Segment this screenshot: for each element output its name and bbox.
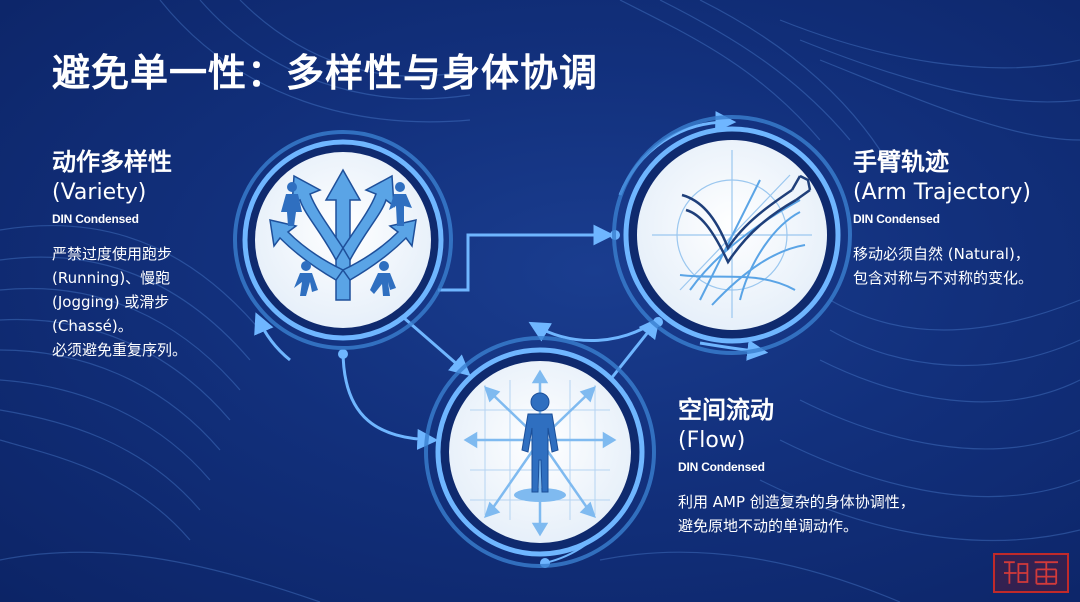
variety-font-tag: DIN Condensed bbox=[52, 212, 139, 226]
variety-description-line: 严禁过度使用跑步 bbox=[52, 245, 173, 263]
arm-description-line: 移动必须自然 (Natural)， bbox=[853, 245, 1030, 263]
node-flow bbox=[424, 336, 656, 568]
variety-description-line: 必须避免重复序列。 bbox=[52, 341, 188, 359]
node-arm-trajectory bbox=[612, 115, 852, 355]
arm-font-tag: DIN Condensed bbox=[853, 212, 940, 226]
arm-trajectory-text-block: 手臂轨迹 (Arm Trajectory) DIN Condensed 移动必须… bbox=[853, 146, 1033, 290]
seal-stamp-icon bbox=[993, 553, 1069, 593]
flow-title-zh: 空间流动 bbox=[678, 396, 774, 424]
arm-title-en: (Arm Trajectory) bbox=[853, 180, 1031, 205]
arm-title-zh: 手臂轨迹 bbox=[853, 148, 949, 176]
variety-description-line: (Running)、慢跑 bbox=[52, 269, 171, 287]
arm-trajectory-icon bbox=[652, 150, 812, 318]
variety-text-block: 动作多样性 (Variety) DIN Condensed 严禁过度使用跑步 (… bbox=[52, 146, 187, 362]
arm-description-line: 包含对称与不对称的变化。 bbox=[853, 269, 1034, 287]
variety-title-zh: 动作多样性 bbox=[52, 148, 172, 176]
flow-description: 利用 AMP 创造复杂的身体协调性， 避免原地不动的单调动作。 bbox=[678, 490, 915, 538]
human-figure-spatial-grid-icon bbox=[463, 369, 617, 537]
arm-description: 移动必须自然 (Natural)， 包含对称与不对称的变化。 bbox=[853, 242, 1033, 290]
variety-description-line: (Chassé)。 bbox=[52, 317, 133, 335]
flow-description-line: 避免原地不动的单调动作。 bbox=[678, 517, 859, 535]
node-variety bbox=[233, 130, 453, 350]
page-title: 避免单一性：多样性与身体协调 bbox=[52, 51, 599, 95]
flow-description-line: 利用 AMP 创造复杂的身体协调性， bbox=[678, 493, 915, 511]
variety-title-en: (Variety) bbox=[52, 180, 147, 205]
variety-description: 严禁过度使用跑步 (Running)、慢跑 (Jogging) 或滑步 (Cha… bbox=[52, 242, 187, 362]
flow-font-tag: DIN Condensed bbox=[678, 460, 765, 474]
flow-title-en: (Flow) bbox=[678, 428, 746, 453]
flow-text-block: 空间流动 (Flow) DIN Condensed 利用 AMP 创造复杂的身体… bbox=[678, 394, 915, 538]
variety-description-line: (Jogging) 或滑步 bbox=[52, 293, 170, 311]
branching-arrows-with-dancers-icon bbox=[269, 168, 417, 301]
